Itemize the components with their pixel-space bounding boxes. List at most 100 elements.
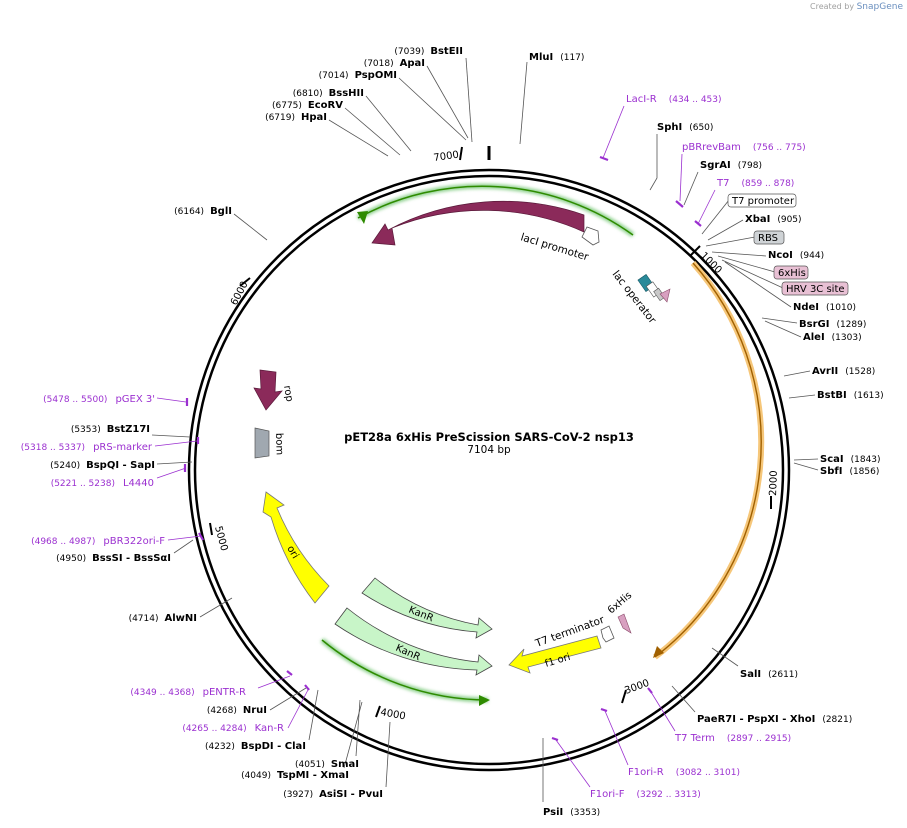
enzyme-position: (2611) [768,670,798,680]
primer-range: (3082 .. 3101) [676,768,740,778]
feature-box-label[interactable]: T7 promoter [731,196,795,207]
enzyme-leader [426,65,469,139]
enzyme-leader [398,77,467,141]
kanr-orf-arc [321,639,489,701]
enzyme-label[interactable]: (4049)TspMI - XmaI [241,770,349,781]
primer-label[interactable]: (5478 .. 5500)pGEX 3' [43,394,155,405]
primer-range: (5318 .. 5337) [21,443,85,453]
enzyme-label[interactable]: (6164)BglI [174,206,232,217]
enzyme-label[interactable]: (6719)HpaI [265,112,327,123]
kanr-feature-1[interactable] [361,577,493,639]
enzyme-label[interactable]: PaeR7I - PspXI - XhoI(2821) [697,714,852,725]
enzyme-label[interactable]: BsrGI(1289) [799,319,866,330]
t7-terminator-feature[interactable] [600,625,615,643]
snapgene-watermark: Created by SnapGene [810,2,903,12]
enzyme-position: (5240) [50,461,80,471]
enzyme-name: BstBI [817,390,847,401]
tick-6000 [239,277,251,287]
enzyme-name: BspQI - SapI [86,460,155,471]
enzyme-name: SbfI [820,466,842,477]
primer-label[interactable]: (5221 .. 5238)L4440 [51,478,154,489]
enzyme-label[interactable]: (7014)PspOMI [319,70,397,81]
feature-box-label[interactable]: 6xHis [778,268,806,279]
enzyme-label[interactable]: (4268)NruI [207,705,267,716]
enzyme-label[interactable]: NdeI(1010) [793,302,856,313]
primer-label[interactable]: F1ori-R(3082 .. 3101) [628,767,740,778]
primer-leader [156,467,187,479]
enzyme-name: NruI [243,705,267,716]
primer-binding-mark [599,155,609,162]
enzyme-leader [308,689,319,741]
primer-binding-mark [304,684,310,691]
primer-name: pGEX 3' [115,394,155,405]
enzyme-label[interactable]: AleI(1303) [803,332,862,343]
enzyme-name: PaeR7I - PspXI - XhoI [697,714,815,725]
primer-label[interactable]: LacI-R(434 .. 453) [626,94,722,105]
enzyme-label[interactable]: (4051)SmaI [295,759,359,770]
feature-leader [701,199,730,235]
enzyme-position: (3353) [570,808,600,818]
enzyme-label[interactable]: AvrII(1528) [812,366,875,377]
bom-feature[interactable] [254,427,270,459]
rop-feature[interactable] [253,369,283,411]
primer-label[interactable]: F1ori-F(3292 .. 3313) [590,789,701,800]
primer-label[interactable]: (4265 .. 4284)Kan-R [182,723,284,734]
enzyme-name: SgrAI [700,160,731,171]
primer-range: (4968 .. 4987) [31,537,95,547]
ori-feature[interactable] [262,491,330,604]
his-tag-c-feature[interactable] [617,613,632,634]
enzyme-label[interactable]: MluI(117) [529,52,584,63]
laci-orf-arrowhead [357,211,368,224]
enzyme-label[interactable]: (4714)AlwNI [129,613,197,624]
laci-promoter-feature[interactable] [581,226,600,246]
enzyme-leader [788,394,816,399]
kanr-feature-2[interactable] [334,607,493,676]
enzyme-name: SmaI [331,759,359,770]
laci-feature[interactable] [371,200,585,246]
primer-binding-mark [286,670,293,676]
primer-label[interactable]: pBRrevBam(756 .. 775) [682,142,806,153]
enzyme-leader [683,171,699,206]
rbs-feature[interactable] [653,287,666,302]
primer-label[interactable]: (4968 .. 4987) pBR322ori-F [31,536,165,547]
feature-box-label[interactable]: RBS [758,233,778,244]
enzyme-leader [761,317,798,324]
enzyme-label[interactable]: SalI(2611) [740,669,798,680]
enzyme-label[interactable]: (6775)EcoRV [272,100,343,111]
enzyme-label[interactable]: NcoI(944) [768,250,824,261]
enzyme-label[interactable]: SgrAI (798) [700,160,762,171]
primer-name: pBR322ori-F [103,536,165,547]
enzyme-label[interactable]: SbfI(1856) [820,466,879,477]
primer-leader [287,687,310,729]
enzyme-label[interactable]: SphI(650) [657,122,713,133]
primer-label[interactable]: (5318 .. 5337)pRS-marker [21,442,153,453]
enzyme-position: (798) [738,161,762,171]
enzyme-label[interactable]: (3927)AsiSI - PvuI [283,789,383,800]
primer-label[interactable]: (4349 .. 4368)pENTR-R [130,687,246,698]
enzyme-label[interactable]: PsiI (3353) [543,807,600,818]
enzyme-label[interactable]: (7018)ApaI [364,58,425,69]
enzyme-position: (7039) [394,47,424,57]
watermark-brand: SnapGene [856,2,903,12]
enzyme-label[interactable]: (7039)BstEII [394,46,463,57]
enzyme-label[interactable]: (4950)BssSI - BssSαI [56,553,171,564]
primer-label[interactable]: T7(859 .. 878) [716,178,794,189]
enzyme-label[interactable]: ScaI(1843) [820,454,881,465]
enzyme-label[interactable]: (5353)BstZ17I [71,424,150,435]
primer-name: L4440 [123,478,154,489]
enzyme-label[interactable]: (4232)BspDI - ClaI [205,741,306,752]
enzyme-label[interactable]: XbaI(905) [745,214,802,225]
feature-box-label[interactable]: HRV 3C site [786,284,845,295]
tick-label-5000: 5000 [212,525,229,552]
enzyme-label[interactable]: (6810)BssHII [293,88,364,99]
enzyme-position: (7014) [319,71,349,81]
his-hrv-feature[interactable] [659,288,671,303]
primer-binding-mark [600,707,608,713]
f1-ori-feature[interactable] [508,635,602,674]
enzyme-label[interactable]: (5240) BspQI - SapI [50,460,155,471]
primer-label[interactable]: T7 Term(2897 .. 2915) [674,733,791,744]
enzyme-name: PsiI [543,807,563,818]
enzyme-label[interactable]: BstBI(1613) [817,390,884,401]
primer-leader [604,710,629,766]
laci-label: lacI [471,211,488,222]
